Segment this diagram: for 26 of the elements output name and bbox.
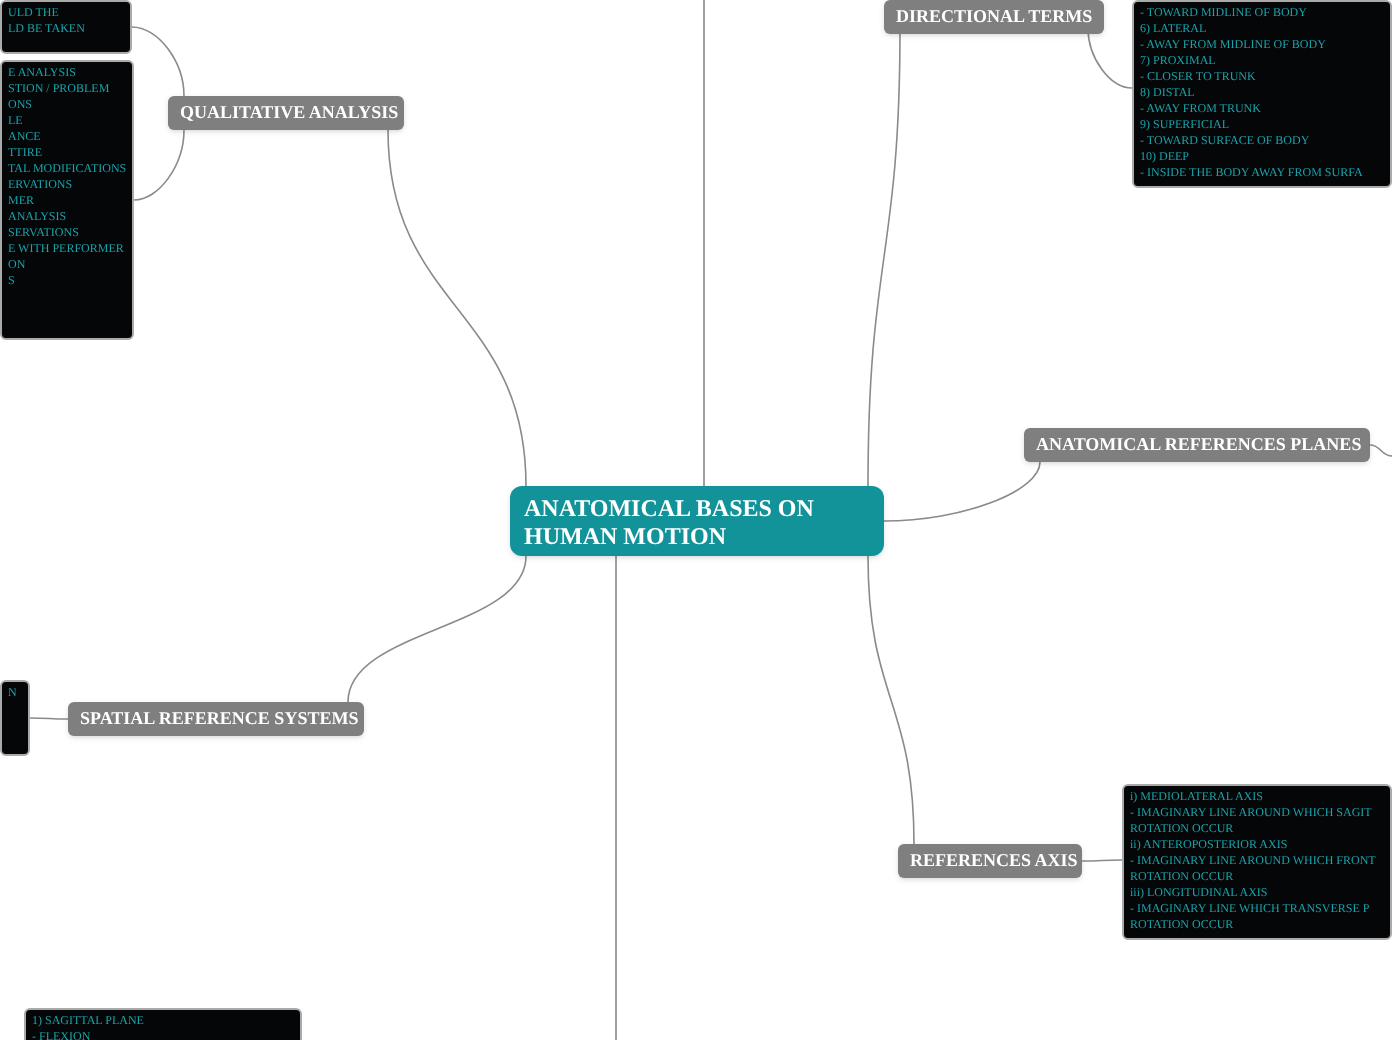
note-card [1122,784,1392,940]
connector-line [867,555,915,845]
topic-pill [168,96,404,130]
note-card [0,60,134,340]
connector-line [387,129,527,487]
topic-pill [898,844,1082,878]
note-card [1132,0,1392,188]
connector-line [883,461,1041,522]
central-topic [510,486,884,556]
connector-line [1081,859,1123,862]
note-card [0,0,132,54]
connector-line [131,26,185,97]
topic-pill [884,0,1104,34]
connector-line [703,0,705,487]
note-card [24,1008,302,1040]
note-card [0,680,30,756]
connector-line [1369,444,1392,457]
topic-label: ANATOMICAL REFERENCES PLANES [1036,432,1358,458]
topic-pill [1024,428,1370,462]
topic-pill [68,702,364,736]
topic-label: ANATOMICAL BASES ON HUMAN MOTION [524,494,816,550]
connector-line [133,129,185,201]
connector-line [615,555,617,1040]
connector-line [29,717,69,720]
topic-label: DIRECTIONAL TERMS [896,4,1092,30]
connector-line [347,555,527,703]
